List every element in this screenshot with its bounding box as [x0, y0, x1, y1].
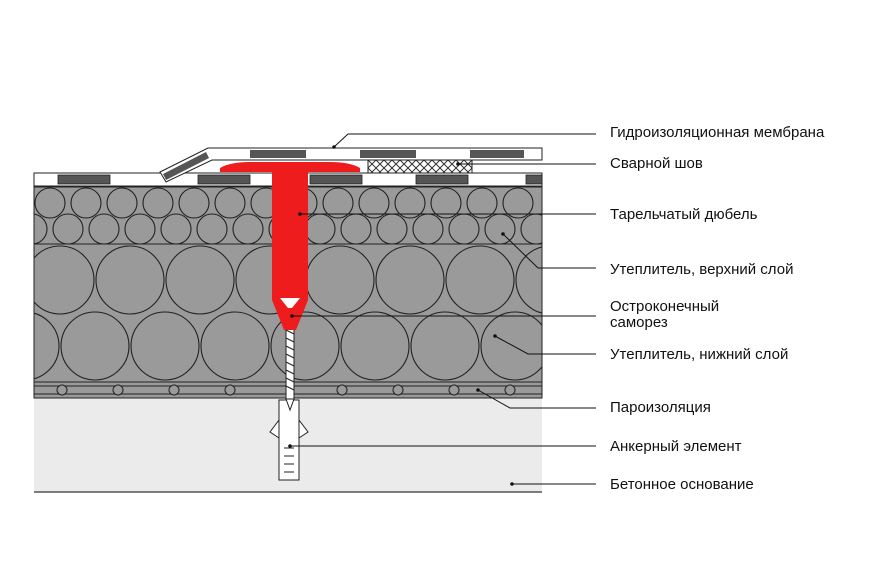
label-screw-line1: Остроконечный: [610, 298, 720, 315]
label-plate-dowel: Тарельчатый дюбель: [610, 206, 758, 223]
label-vapor-barrier: Пароизоляция: [610, 399, 711, 416]
label-concrete-base: Бетонное основание: [610, 476, 754, 493]
label-screw-line2: саморез: [610, 314, 668, 331]
pointed-screw: [285, 303, 295, 412]
membrane-upper-sheet: [159, 147, 543, 183]
plate-dowel: [220, 162, 360, 330]
label-weld-seam: Сварной шов: [610, 155, 703, 172]
label-anchor: Анкерный элемент: [610, 438, 742, 455]
leader-lines: [288, 133, 596, 486]
label-insulation-upper: Утеплитель, верхний слой: [610, 261, 794, 278]
label-membrane: Гидроизоляционная мембрана: [610, 124, 825, 141]
anchor-element: [269, 399, 309, 481]
label-insulation-lower: Утеплитель, нижний слой: [610, 346, 789, 363]
weld-seam: [367, 159, 473, 174]
